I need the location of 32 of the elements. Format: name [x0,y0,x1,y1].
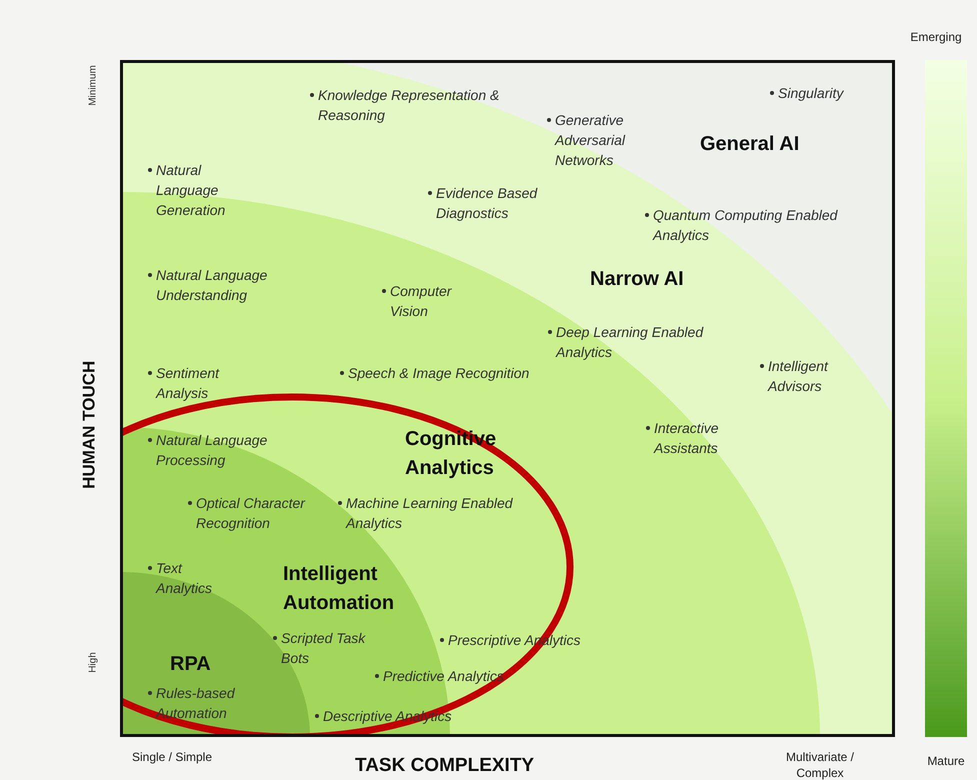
technology-item: Machine Learning Enabled Analytics [346,494,514,533]
technology-item: Intelligent Advisors [768,357,830,396]
zone-heading: Intelligent Automation [283,562,396,616]
zone-heading: RPA [170,652,212,677]
axis-label: Single / Simple [130,749,214,765]
technology-item: Natural Language Understanding [156,266,268,305]
technology-item: Natural Language Generation [156,161,226,220]
technology-item: Evidence Based Diagnostics [436,184,538,223]
technology-item: Deep Learning Enabled Analytics [556,323,704,362]
technology-item: Singularity [778,84,844,103]
maturity-gradient-bar [925,60,967,737]
technology-item: Generative Adversarial Networks [555,111,626,170]
technology-item: Interactive Assistants [654,419,720,458]
axis-title: HUMAN TOUCH [78,360,100,490]
axis-label: High [86,651,100,675]
technology-item: Knowledge Representation & Reasoning [318,86,500,125]
technology-item: Natural Language Processing [156,431,268,470]
technology-item: Rules-based Automation [156,684,236,723]
scale-label: Emerging [909,29,963,46]
axis-label: Multivariate / Complex [784,749,856,780]
zone-heading: General AI [700,132,800,157]
technology-item: Computer Vision [390,282,453,321]
axis-label: Minimum [86,64,100,108]
technology-item: Sentiment Analysis [156,364,220,403]
technology-item: Optical Character Recognition [196,494,306,533]
zone-heading: Narrow AI [590,267,685,292]
axis-title: TASK COMPLEXITY [355,754,534,778]
technology-item: Quantum Computing Enabled Analytics [653,206,839,245]
scale-label: Mature [926,753,966,770]
technology-item: Scripted Task Bots [281,629,367,668]
technology-item: Speech & Image Recognition [348,364,530,383]
technology-item: Text Analytics [156,559,214,598]
